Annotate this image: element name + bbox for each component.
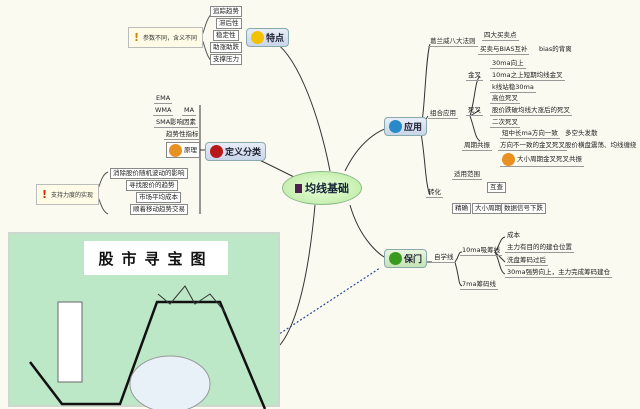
features-label: 特点 [266, 34, 285, 44]
features-note: !参数不同，含义不同 [128, 27, 204, 48]
definition-item[interactable]: 影响因素 [168, 118, 198, 128]
line10-node[interactable]: 10ma吸筹线 [460, 246, 503, 256]
exclamation-icon: ! [42, 188, 48, 201]
ma-type[interactable]: WMA [153, 106, 174, 116]
smiley-icon [169, 143, 182, 157]
principle-item[interactable]: 寻找股价的趋势 [126, 180, 178, 191]
gate-label: 保门 [404, 255, 423, 265]
granville-node[interactable]: 葛兰威八大法则 [428, 37, 478, 47]
green-circle-icon [389, 252, 402, 265]
gate-child[interactable]: 自学线 [432, 253, 456, 263]
feature-item[interactable]: 滞后性 [216, 18, 242, 29]
price-cycle-line [29, 285, 267, 409]
golden-item[interactable]: k线站稳30ma [490, 83, 536, 93]
resonance-node[interactable]: 周期共振 [462, 141, 492, 151]
golden-cross-node[interactable]: 金叉 [466, 71, 483, 81]
gate-node[interactable]: 保门 [384, 249, 428, 268]
convert-item[interactable]: 大小周期 [472, 203, 504, 214]
red-circle-icon [210, 145, 223, 158]
death-item[interactable]: 二次死叉 [490, 118, 520, 128]
granville-item[interactable]: 买卖与BIAS互补 [478, 45, 530, 55]
convert-item[interactable]: 精确 [452, 203, 471, 214]
convert-item[interactable]: 数据信号下跌 [501, 203, 546, 214]
definition-label: 定义分类 [225, 148, 262, 158]
definition-item[interactable]: 趋势性指标 [164, 130, 201, 140]
line7-node[interactable]: 7ma筹码线 [460, 280, 498, 290]
convert-node[interactable]: 转化 [426, 188, 443, 198]
principle-item[interactable]: 市场平均成本 [136, 192, 181, 203]
resonance-result[interactable]: 股价横盘震荡、均线缠绕 [565, 141, 637, 149]
smiley-icon [251, 31, 264, 44]
resonance-item[interactable]: 短中长ma方向一致 [500, 129, 560, 139]
feature-item[interactable]: 支撑压力 [210, 54, 242, 65]
ma-label[interactable]: MA [182, 106, 197, 116]
feature-item[interactable]: 追踪趋势 [210, 6, 242, 17]
line10-item[interactable]: 洗盘筹码过后 [505, 256, 548, 266]
death-item[interactable]: 高位死叉 [490, 94, 520, 104]
ma-type[interactable]: SMA [154, 118, 173, 128]
flag-icon [295, 183, 302, 193]
line10-item[interactable]: 30ma强势向上，主力完成筹码建仓 [505, 268, 613, 278]
feature-item[interactable]: 稳定性 [213, 30, 239, 41]
resonance-result[interactable]: 多空头发散 [565, 129, 598, 137]
granville-item[interactable]: 四大买卖点 [482, 31, 519, 41]
features-node[interactable]: 特点 [246, 28, 290, 47]
line10-item[interactable]: 成本 [507, 231, 520, 239]
principle-item[interactable]: 消除股价随机波动的影响 [110, 168, 188, 179]
death-item[interactable]: 股价跌破均线大涨后的死叉 [490, 106, 572, 116]
convert-mutual[interactable]: 互查 [487, 182, 506, 193]
convert-scope[interactable]: 适用范围 [452, 170, 482, 180]
treasure-map-title: 股市寻宝图 [84, 241, 228, 275]
treasure-map-image: 股市寻宝图 [8, 232, 280, 409]
resonance-item[interactable]: 方向不一致的金叉死叉 [498, 141, 567, 151]
exclamation-icon: ! [134, 31, 140, 44]
principle-item[interactable]: 顺着移动趋势交易 [130, 204, 188, 215]
application-label: 应用 [404, 123, 423, 133]
application-node[interactable]: 应用 [384, 117, 428, 136]
combo-node[interactable]: 组合应用 [428, 109, 458, 119]
center-label: 均线基础 [305, 182, 349, 195]
principle-node[interactable]: 原理 [166, 142, 200, 158]
bias-divergence[interactable]: bias的背离 [539, 45, 572, 53]
smiley-icon [502, 153, 515, 166]
golden-item[interactable]: 10ma之上短期均线金叉 [490, 71, 565, 81]
golden-item[interactable]: 30ma向上 [490, 59, 526, 69]
death-cross-node[interactable]: 死叉 [466, 106, 483, 116]
center-node[interactable]: 均线基础 [282, 171, 362, 205]
definition-note: !支持力度的实现 [36, 184, 100, 205]
feature-item[interactable]: 助涨助跌 [210, 42, 242, 53]
line10-item[interactable]: 主力有目的的建仓位置 [505, 243, 574, 253]
ma-type[interactable]: EMA [154, 94, 173, 104]
definition-node[interactable]: 定义分类 [205, 142, 267, 161]
resonance-item[interactable]: 大小周期金叉死叉共振 [500, 153, 584, 167]
blue-circle-icon [389, 120, 402, 133]
